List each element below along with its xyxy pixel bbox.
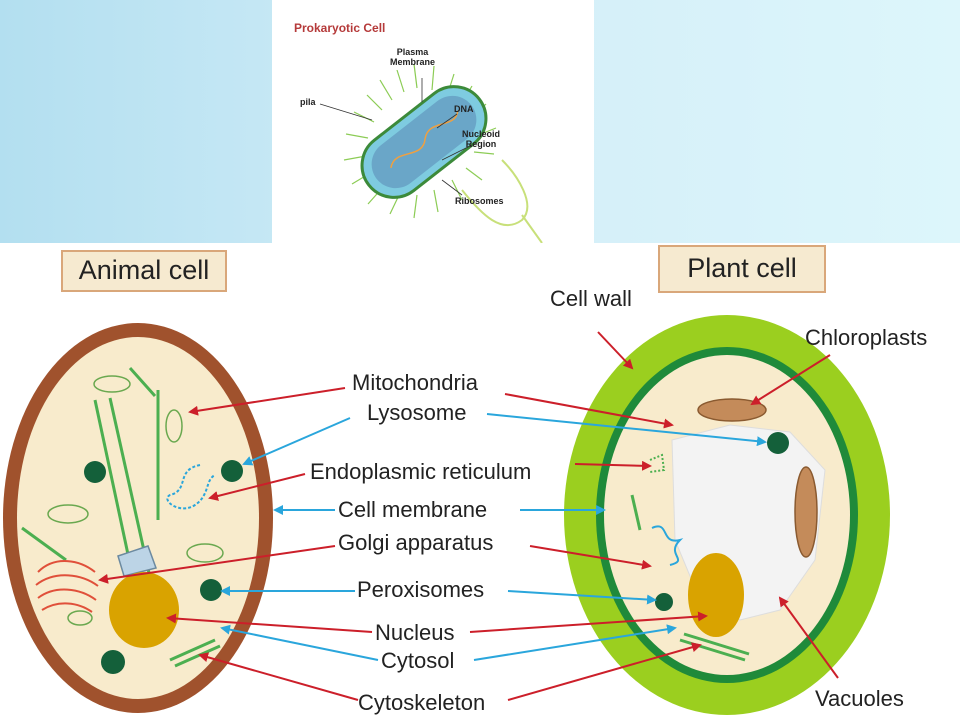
animal-centrosome: [117, 545, 157, 577]
plant-lysosome: [767, 432, 789, 454]
nucleoid-label-line1: Nucleoid: [462, 129, 501, 139]
label-lysosome: Lysosome: [367, 400, 467, 425]
arrow-cytoskeleton-animal: [198, 652, 359, 701]
label-golgi-apparatus: Golgi apparatus: [338, 530, 494, 555]
label-mitochondria: Mitochondria: [352, 370, 478, 395]
animal-golgi: [35, 560, 99, 613]
animal-cell-title: Animal cell: [61, 250, 227, 292]
arrow-cytosol-animal: [220, 624, 379, 661]
animal-peroxisomes-lysosomes: [84, 460, 243, 674]
label-cell-membrane: Cell membrane: [338, 497, 488, 522]
arrow-mitochondria-animal: [188, 387, 346, 416]
prokaryote-leader-lines: [319, 78, 473, 196]
arrow-peroxisomes-plant: [507, 590, 657, 605]
arrow-cytoskeleton-plant: [507, 642, 702, 701]
plant-cytoskeleton: [630, 494, 750, 662]
animal-cell: [3, 323, 273, 713]
animal-endoplasmic-reticulum: [166, 464, 216, 510]
plant-chloroplasts: [697, 398, 818, 558]
arrow-cell-wall: [597, 331, 634, 370]
cell-wall-label: Cell wall: [550, 286, 632, 311]
arrow-lysosome-animal: [242, 417, 351, 466]
arrow-vacuoles: [778, 596, 839, 679]
prokaryotic-cell-figure: Prokaryotic Cell: [272, 0, 594, 243]
flagellum-tail: [521, 214, 543, 243]
nucleoid-label: Nucleoid Region: [462, 129, 500, 149]
label-cytoskeleton: Cytoskeleton: [358, 690, 486, 715]
pila-label: pila: [300, 97, 316, 107]
flagellum: [461, 159, 529, 227]
arrow-nucleus-plant: [469, 611, 708, 633]
label-endoplasmic-reticulum: Endoplasmic reticulum: [310, 459, 532, 484]
plant-nucleus: [688, 553, 744, 637]
animal-arrows: [98, 387, 379, 701]
plant-golgi: [651, 525, 684, 566]
arrow-er-plant: [574, 460, 652, 471]
dna-label: DNA: [454, 104, 474, 114]
label-cytosol: Cytosol: [381, 648, 455, 673]
arrow-mitochondria-plant: [504, 393, 674, 429]
plasma-label-line2: Membrane: [390, 57, 436, 67]
vacuoles-label: Vacuoles: [815, 686, 904, 711]
label-peroxisomes: Peroxisomes: [357, 577, 485, 602]
prokaryote-title: Prokaryotic Cell: [294, 21, 386, 35]
arrow-lysosome-plant: [486, 413, 767, 447]
arrow-chloroplasts: [750, 354, 831, 406]
plant-endoplasmic-reticulum: [649, 453, 666, 473]
arrow-nucleus-animal: [166, 613, 373, 633]
arrow-cytosol-plant: [473, 624, 677, 661]
ribosomes-label: Ribosomes: [455, 196, 504, 206]
plant-cell: [564, 315, 890, 715]
prokaryote-diagram: [319, 63, 543, 243]
arrow-golgi-plant: [529, 545, 652, 570]
arrow-golgi-animal: [98, 545, 336, 584]
plasma-membrane-label: Plasma Membrane: [390, 47, 435, 67]
label-nucleus: Nucleus: [375, 620, 455, 645]
animal-nucleus: [109, 572, 179, 648]
nucleoid-label-line2: Region: [465, 139, 497, 149]
arrow-er-animal: [208, 473, 306, 501]
chloroplasts-label: Chloroplasts: [805, 325, 928, 350]
plant-cell-title: Plant cell: [658, 245, 826, 293]
animal-mitochondria: [47, 375, 224, 626]
dna-strand: [390, 110, 459, 169]
plant-peroxisome: [655, 593, 673, 611]
plant-arrows: [469, 331, 839, 701]
plasma-label-line1: Plasma: [396, 47, 429, 57]
